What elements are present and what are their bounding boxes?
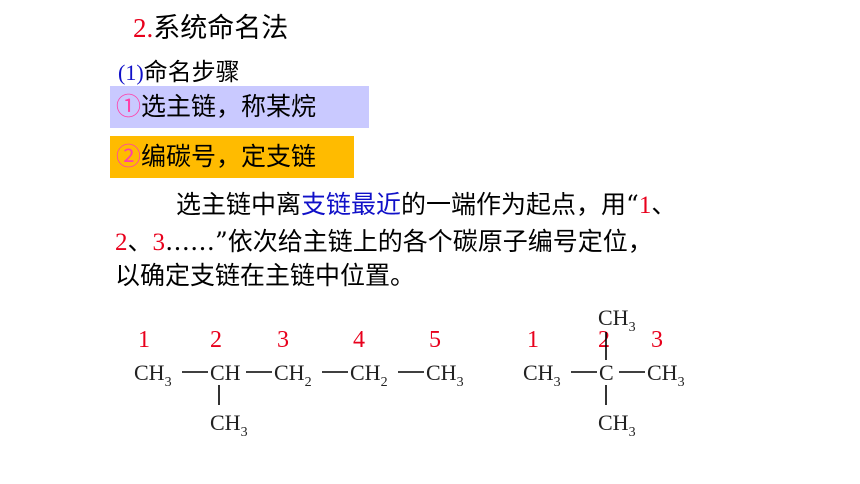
atom-group: CH3	[598, 410, 636, 440]
sub-title: (1)命名步骤	[118, 52, 240, 87]
atom-group: CH3	[647, 360, 685, 390]
carbon-number: 2	[598, 327, 610, 353]
step-2-marker: ②	[116, 142, 142, 171]
carbon-number: 3	[277, 327, 289, 353]
molecule-1: 1 2 3 4 5 CH3 CH CH2 CH2 CH3 CH3	[134, 327, 464, 440]
carbon-number: 4	[353, 327, 365, 353]
atom-group: CH3	[134, 360, 172, 390]
molecule-2: CH3 1 2 3 CH3 C CH3 CH3	[523, 305, 685, 440]
paragraph-number: 3	[152, 229, 166, 256]
atom-group: CH2	[350, 360, 388, 390]
paragraph-line-2: 2、3……”依次给主链上的各个碳原子编号定位，	[115, 222, 653, 258]
step-1-text: 选主链，称某烷	[141, 92, 317, 121]
atom-group: CH2	[274, 360, 312, 390]
carbon-number: 1	[138, 327, 150, 353]
paragraph-number: 1	[638, 192, 652, 219]
step-2-box: ②编碳号，定支链	[110, 136, 354, 178]
paragraph-number: 2	[115, 229, 128, 256]
atom-group: CH3	[210, 410, 248, 440]
highlight-text: 支链最近	[301, 190, 402, 219]
paragraph-line-1: 选主链中离支链最近的一端作为起点，用“1、	[176, 185, 676, 221]
atom-group: CH3	[426, 360, 464, 390]
carbon-number: 3	[651, 327, 663, 353]
carbon-number: 1	[527, 327, 539, 353]
carbon-number: 5	[429, 327, 441, 353]
paragraph-text: 、	[127, 227, 153, 256]
step-1-marker: ①	[116, 92, 142, 121]
paragraph-text: 、	[651, 190, 677, 219]
section-title: 2.系统命名法	[133, 6, 288, 45]
sub-title-text: 命名步骤	[143, 58, 240, 86]
paragraph-line-3: 以确定支链在主链中位置。	[115, 261, 416, 290]
sub-title-number: (1)	[118, 60, 144, 85]
section-title-text: 系统命名法	[153, 13, 289, 44]
atom-group: C	[599, 360, 614, 385]
paragraph-text: 选主链中离	[176, 190, 302, 219]
section-number: 2.	[133, 13, 154, 43]
atom-group: CH3	[598, 305, 636, 335]
atom-group: CH	[210, 360, 241, 385]
step-1-box: ①选主链，称某烷	[110, 86, 369, 128]
carbon-number: 2	[210, 327, 222, 353]
paragraph-text: ……”依次给主链上的各个碳原子编号定位，	[165, 227, 653, 256]
paragraph-text: 的一端作为起点，用“	[401, 190, 639, 219]
atom-group: CH3	[523, 360, 561, 390]
step-2-text: 编碳号，定支链	[141, 142, 317, 171]
